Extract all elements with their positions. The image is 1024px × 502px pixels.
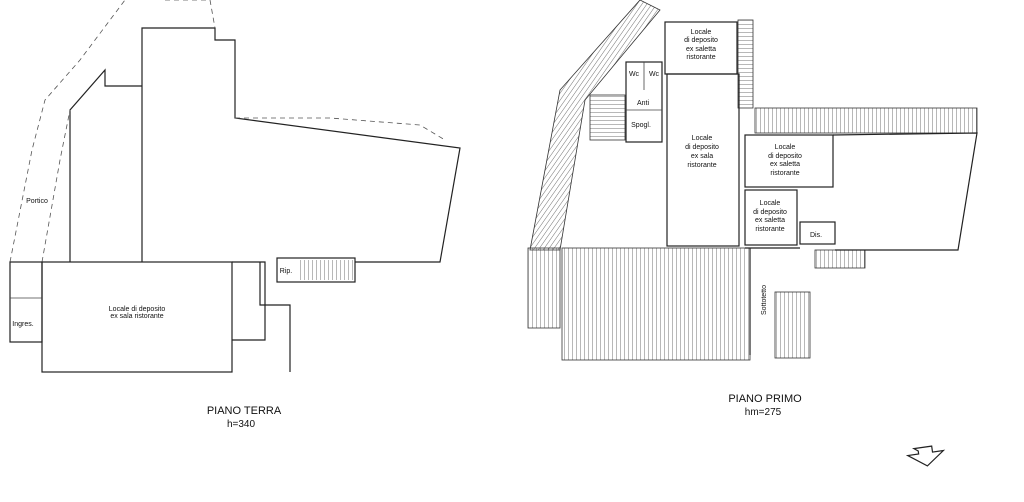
label-line: ristorante [755,226,784,233]
room-label-rip: Rip. [280,268,293,275]
room-label-center: Locale di deposito ex sala ristorante [685,135,719,169]
label-line: di deposito [685,144,719,151]
room-label-wc-2: Wc [649,71,660,78]
room-label-anti: Anti [637,100,650,107]
label-line: ristorante [687,162,716,169]
ingres-room-walls [9,261,43,343]
label-line: di deposito [768,153,802,160]
label-line: di deposito [753,209,787,216]
room-label-portico: Portico [26,198,48,205]
piano-terra-plan: Portico Ingres. Rip. Locale di deposito … [9,0,461,430]
plan-title-piano-primo: PIANO PRIMO [728,393,802,405]
label-line: Locale [760,200,781,207]
left-building-outline [69,68,142,262]
label-line: di deposito [684,37,718,44]
room-label-sottotetto: Sottotetto [761,285,768,315]
label-line: ex saletta [755,217,785,224]
room-label-main-1: Locale di deposito [109,306,166,313]
room-right-walls [744,134,834,188]
room-label-lower: Locale di deposito ex saletta ristorante [753,200,787,233]
sottotetto-roof-hatch [561,247,751,361]
label-line: ristorante [686,54,715,61]
stair-hatch [300,260,353,280]
north-arrow-icon [905,445,946,467]
label-line: Locale [691,29,712,36]
portico-outline [9,0,126,263]
plan-title-piano-terra: PIANO TERRA [207,405,282,417]
room-label-top: Locale di deposito ex saletta ristorante [684,29,718,61]
label-line: ex saletta [770,161,800,168]
upper-building-outline [141,27,461,263]
label-line: Locale [775,144,796,151]
room-center-walls [666,73,740,247]
label-line: Locale [692,135,713,142]
label-line: ex saletta [686,46,716,53]
piano-primo-plan: Wc Wc Anti Spogl. Dis. Sottotetto Locale… [527,0,978,418]
room-label-spogl: Spogl. [631,122,651,129]
room-lower-walls [744,189,798,246]
stair-block [276,257,356,283]
plan-height-piano-terra: h=340 [227,419,256,430]
room-label-dis: Dis. [810,232,822,239]
plan-height-piano-primo: hm=275 [745,407,782,418]
label-line: ristorante [770,170,799,177]
room-label-wc-1: Wc [629,71,640,78]
label-line: ex sala [691,153,713,160]
room-label-right: Locale di deposito ex saletta ristorante [768,144,802,177]
room-label-ingres: Ingres. [12,321,33,328]
room-label-main-2: ex sala ristorante [110,313,163,320]
